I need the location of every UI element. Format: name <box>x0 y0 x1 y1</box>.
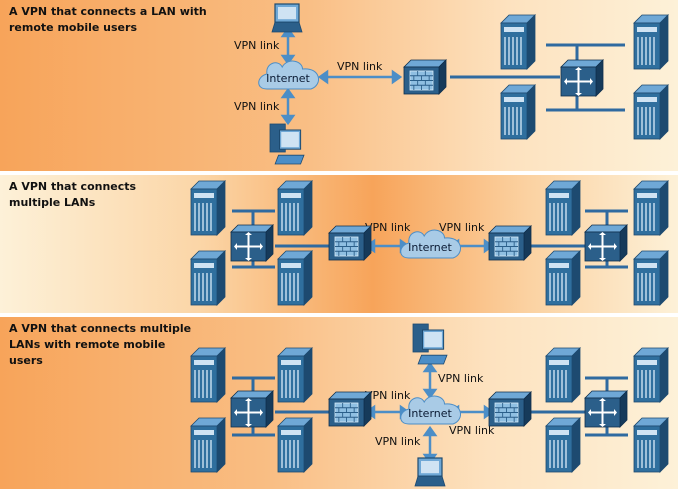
server-icon <box>190 417 226 473</box>
server-icon <box>633 347 669 403</box>
server-icon <box>633 417 669 473</box>
server-icon <box>500 84 536 140</box>
router-icon <box>584 224 628 262</box>
laptop-icon <box>414 457 446 487</box>
panel-title: A VPN that connects multiple LANs with r… <box>9 322 192 367</box>
server-icon <box>277 180 313 236</box>
panel-diagram: VPN link VPN link Internet <box>190 180 669 306</box>
cloud-icon: Internet <box>258 60 319 90</box>
server-icon <box>190 347 226 403</box>
server-icon <box>545 417 581 473</box>
links <box>450 43 625 112</box>
server-icon <box>633 14 669 70</box>
vpn-link-label: VPN link <box>449 424 495 437</box>
vpn-arrows <box>280 26 403 126</box>
server-icon <box>545 347 581 403</box>
vpn-link-label: VPN link <box>438 372 484 385</box>
firewall-icon <box>328 225 372 261</box>
vpn-link-label: VPN link <box>234 39 280 52</box>
server-icon <box>277 347 313 403</box>
server-icon <box>500 14 536 70</box>
panel-diagram: VPN link VPN link VPN link VPN link Inte… <box>190 323 669 487</box>
panel-multiple-lans-mobile: A VPN that connects multiple LANs with r… <box>0 317 678 489</box>
internet-label: Internet <box>408 407 452 420</box>
server-icon <box>277 417 313 473</box>
server-icon <box>545 250 581 306</box>
laptop-icon <box>271 3 303 33</box>
internet-label: Internet <box>266 72 310 85</box>
panel-title: A VPN that connects a LAN with remote mo… <box>9 5 207 34</box>
router-icon <box>230 224 274 262</box>
firewall-icon <box>328 391 372 427</box>
vpn-link-label: VPN link <box>439 221 485 234</box>
vpn-link-label: VPN link <box>365 389 411 402</box>
workstation-icon <box>269 123 305 165</box>
panel-title: A VPN that connects multiple LANs <box>9 180 137 209</box>
panel-diagram: VPN link VPN link VPN link Internet <box>234 3 669 165</box>
router-icon <box>230 390 274 428</box>
server-icon <box>190 250 226 306</box>
server-icon <box>545 180 581 236</box>
workstation-icon <box>412 323 448 365</box>
server-icon <box>190 180 226 236</box>
firewall-icon <box>488 391 532 427</box>
server-icon <box>633 84 669 140</box>
server-icon <box>277 250 313 306</box>
router-icon <box>560 59 604 97</box>
panel-multiple-lans: A VPN that connects multiple LANs <box>0 175 678 313</box>
server-icon <box>633 250 669 306</box>
vpn-link-label: VPN link <box>365 221 411 234</box>
firewall-icon <box>488 225 532 261</box>
vpn-link-label: VPN link <box>375 435 421 448</box>
vpn-link-label: VPN link <box>234 100 280 113</box>
vpn-link-label: VPN link <box>337 60 383 73</box>
internet-label: Internet <box>408 241 452 254</box>
router-icon <box>584 390 628 428</box>
firewall-icon <box>403 59 447 95</box>
cloud-icon: Internet <box>400 229 461 259</box>
cloud-icon: Internet <box>400 395 461 425</box>
server-icon <box>633 180 669 236</box>
panel-lan-mobile: A VPN that connects a LAN with remote mo… <box>0 0 678 171</box>
